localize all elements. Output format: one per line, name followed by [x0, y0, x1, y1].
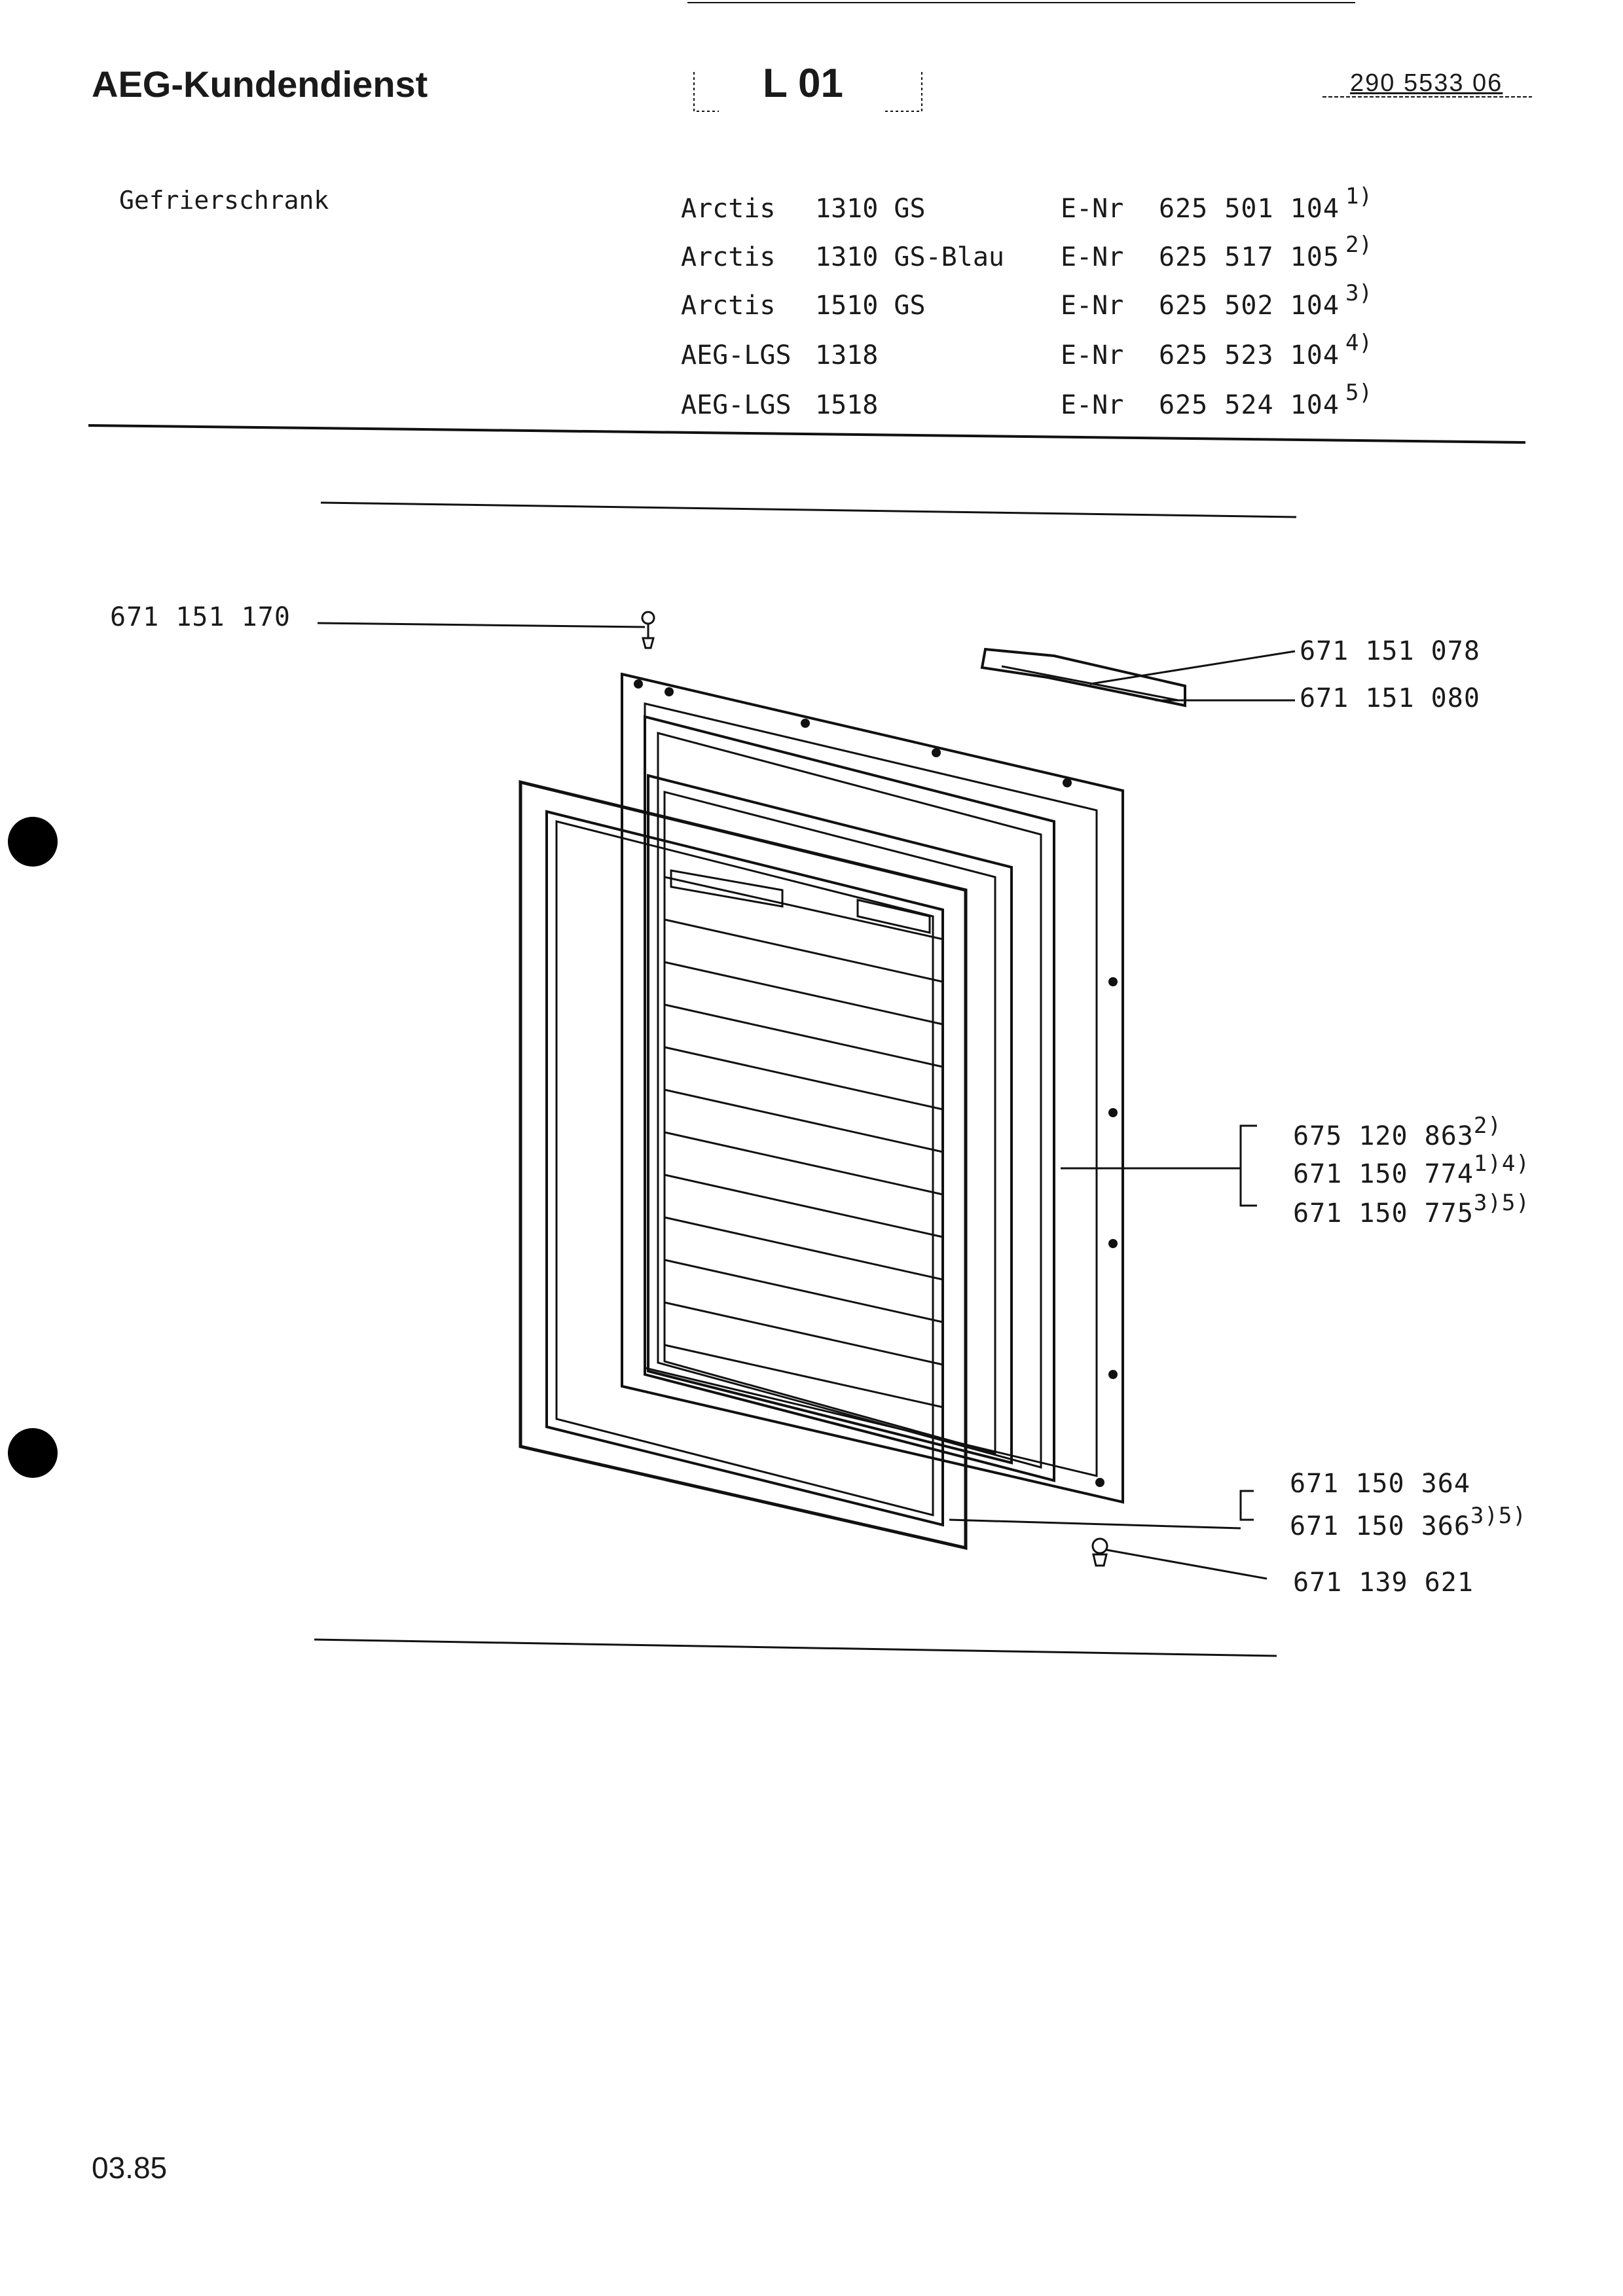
part-number: 671 150 774 — [1293, 1159, 1474, 1189]
model-ref: 2) — [1345, 232, 1372, 258]
part-number: 675 120 863 — [1293, 1121, 1474, 1151]
enr-number: 625 523 104 — [1159, 340, 1340, 370]
document-number: 290 5533 06 — [1350, 69, 1503, 97]
model-row: Arctis 1510 GS E-Nr 625 502 104 3) — [681, 280, 1401, 330]
model-ref: 3) — [1345, 280, 1372, 306]
part-number: 671 151 170 — [110, 602, 291, 632]
punch-hole — [8, 817, 58, 867]
enr-number: 625 524 104 — [1159, 390, 1340, 420]
part-ref: 1)4) — [1473, 1151, 1530, 1177]
part-number: 671 150 364 — [1290, 1469, 1470, 1499]
model-ref: 5) — [1345, 380, 1372, 406]
model-code: 1518 — [815, 390, 879, 420]
model-name: Arctis — [681, 291, 776, 321]
model-name: AEG-LGS — [681, 340, 792, 370]
part-callout: 675 120 8632) — [1293, 1113, 1502, 1151]
print-date: 03.85 — [92, 2151, 168, 2185]
model-code: 1318 — [815, 340, 879, 370]
model-ref: 4) — [1345, 330, 1372, 356]
model-name: AEG-LGS — [681, 390, 792, 420]
enr-label: E-Nr — [1061, 390, 1124, 420]
enr-label: E-Nr — [1061, 340, 1124, 370]
part-number: 671 151 078 — [1300, 636, 1480, 666]
model-code: 1310 GS-Blau — [815, 242, 1004, 272]
model-row: Arctis 1310 GS E-Nr 625 501 104 1) — [681, 183, 1401, 233]
sheet-label: L 01 — [763, 61, 843, 106]
part-callout: 671 150 7753)5) — [1293, 1190, 1530, 1229]
part-ref: 2) — [1473, 1113, 1502, 1139]
enr-number: 625 501 104 — [1159, 194, 1340, 224]
part-ref: 3)5) — [1470, 1503, 1527, 1529]
product-type: Gefrierschrank — [119, 186, 329, 215]
model-name: Arctis — [681, 242, 776, 272]
model-code: 1310 GS — [815, 194, 926, 224]
enr-number: 625 502 104 — [1159, 291, 1340, 321]
model-row: AEG-LGS 1318 E-Nr 625 523 104 4) — [681, 330, 1401, 380]
punch-hole — [8, 1428, 58, 1478]
part-number: 671 151 080 — [1300, 683, 1480, 713]
model-row: Arctis 1310 GS-Blau E-Nr 625 517 105 2) — [681, 232, 1401, 281]
part-number: 671 139 621 — [1293, 1568, 1474, 1598]
enr-label: E-Nr — [1061, 242, 1124, 272]
part-number: 671 150 775 — [1293, 1198, 1474, 1229]
model-code: 1510 GS — [815, 291, 926, 321]
brand-title: AEG-Kundendienst — [92, 63, 428, 105]
part-callout: 671 150 3663)5) — [1290, 1503, 1527, 1541]
model-row: AEG-LGS 1518 E-Nr 625 524 104 5) — [681, 380, 1401, 429]
part-number: 671 150 366 — [1290, 1511, 1470, 1541]
enr-number: 625 517 105 — [1159, 242, 1340, 272]
model-name: Arctis — [681, 194, 776, 224]
enr-label: E-Nr — [1061, 291, 1124, 321]
model-ref: 1) — [1345, 183, 1372, 209]
enr-label: E-Nr — [1061, 194, 1124, 224]
part-ref: 3)5) — [1473, 1190, 1530, 1216]
part-callout: 671 150 7741)4) — [1293, 1151, 1530, 1189]
